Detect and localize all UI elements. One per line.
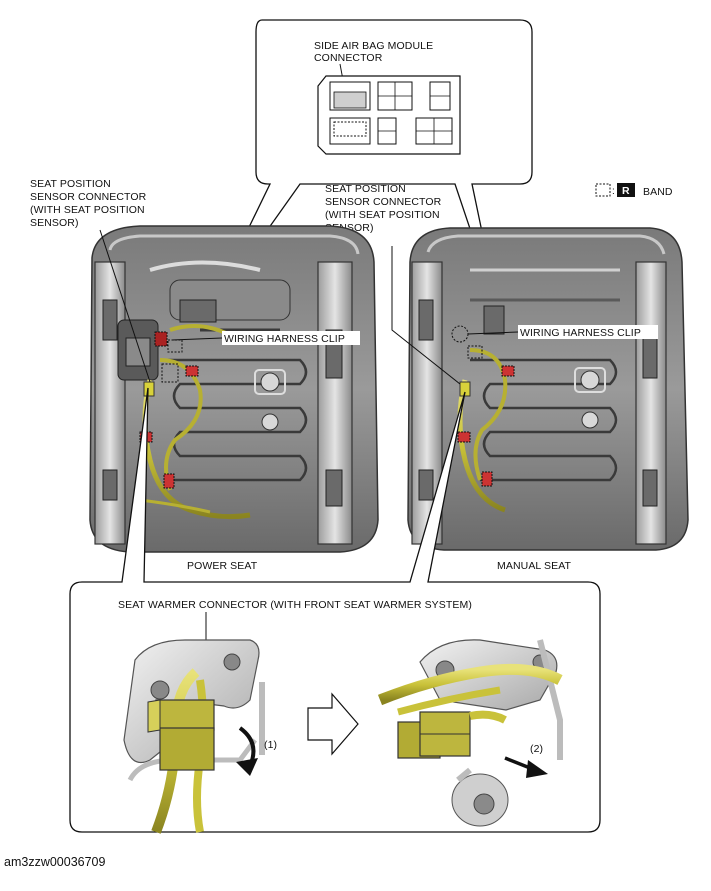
airbag-callout: SIDE AIR BAG MODULE CONNECTOR (204, 19, 533, 319)
band-legend-dashed-box (595, 183, 611, 197)
seat-warmer-callout: SEAT WARMER CONNECTOR (WITH FRONT SEAT W… (69, 387, 601, 834)
seat-position-label-right: SEAT POSITION SENSOR CONNECTOR (WITH SEA… (325, 183, 442, 234)
wiring-harness-clip-label-left: WIRING HARNESS CLIP (171, 331, 360, 345)
seat-pos-right-line3: (WITH SEAT POSITION (325, 209, 440, 221)
power-seat-illustration (89, 225, 379, 553)
airbag-label-line2: CONNECTOR (314, 52, 383, 64)
seat-pos-left-line2: SENSOR CONNECTOR (30, 191, 147, 203)
warmer-detail-after: (2) (377, 639, 563, 827)
band-legend-symbol: R (622, 185, 630, 197)
seat-pos-left-line3: (WITH SEAT POSITION (30, 204, 145, 216)
warmer-detail-before: (1) (123, 639, 277, 834)
airbag-connector-face (317, 75, 461, 155)
step1-label: (1) (264, 739, 277, 751)
band-legend-r-box (617, 183, 635, 197)
process-arrow-icon (307, 692, 359, 756)
manual-seat-label: MANUAL SEAT (497, 560, 572, 572)
seat-pos-left-leader (99, 229, 151, 383)
figure-id-caption: am3zzw00036709 (4, 855, 106, 869)
band-legend-text: BAND (643, 186, 673, 198)
power-seat-label: POWER SEAT (187, 560, 258, 572)
harness-clip-right-text: WIRING HARNESS CLIP (520, 327, 641, 339)
seat-warmer-label: SEAT WARMER CONNECTOR (WITH FRONT SEAT W… (118, 599, 472, 611)
step2-label: (2) (530, 743, 543, 755)
seat-position-label-left: SEAT POSITION SENSOR CONNECTOR (WITH SEA… (30, 178, 147, 229)
seat-pos-right-leader (391, 246, 461, 385)
seat-pos-right-line1: SEAT POSITION (325, 183, 406, 195)
wiring-harness-clip-label-right: WIRING HARNESS CLIP (467, 325, 658, 339)
svg-text::: : (612, 186, 615, 197)
manual-seat-illustration (407, 227, 689, 551)
harness-clip-left-text: WIRING HARNESS CLIP (224, 333, 345, 345)
band-legend: : R BAND (595, 183, 673, 198)
pull-arrow-head-icon (526, 760, 548, 778)
seat-pos-left-line1: SEAT POSITION (30, 178, 111, 190)
airbag-label-line1: SIDE AIR BAG MODULE (314, 40, 433, 52)
seat-pos-right-line2: SENSOR CONNECTOR (325, 196, 442, 208)
rotate-arrow-head-icon (236, 758, 258, 776)
seat-pos-left-line4: SENSOR) (30, 217, 79, 229)
